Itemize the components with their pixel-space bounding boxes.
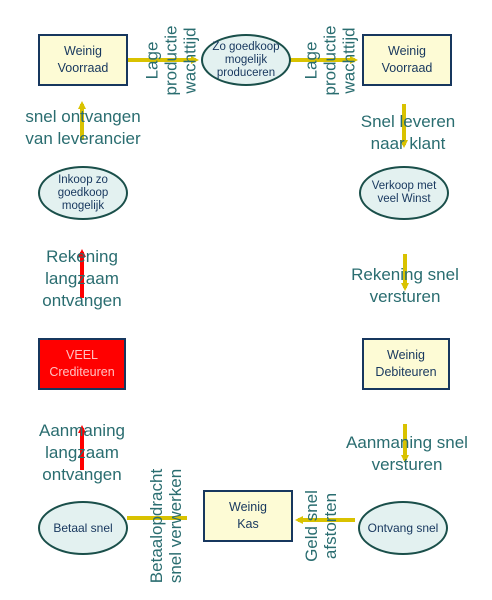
label-line: ontvangen <box>42 465 122 484</box>
label-line: afstorten <box>321 492 340 560</box>
node-weinig-voorraad-right: Weinig Voorraad <box>362 34 452 86</box>
label-line: versturen <box>369 287 441 306</box>
label-geld-afstorten: Geld snel afstorten <box>302 481 342 571</box>
label-line: versturen <box>371 455 443 474</box>
node-text: mogelijk <box>224 53 268 66</box>
label-line: ontvangen <box>42 291 122 310</box>
label-aanmaning-snel: Aanmaning snel versturen <box>334 432 480 476</box>
node-text: veel Winst <box>377 193 431 205</box>
label-line: Aanmaning snel <box>346 433 468 452</box>
label-line: Snel leveren <box>360 112 456 131</box>
label-line: Rekening <box>46 247 118 266</box>
node-text: goedkoop <box>57 186 109 199</box>
label-rekening-langzaam: Rekening langzaam ontvangen <box>26 246 138 312</box>
label-line: wachttijd <box>180 27 200 94</box>
node-text: Ontvang snel <box>367 520 439 535</box>
label-line: wachttijd <box>339 27 359 94</box>
node-veel-crediteuren: VEEL Crediteuren <box>38 338 126 390</box>
label-line: naar klant <box>370 134 446 153</box>
label-line: Aanmaning <box>38 421 125 440</box>
node-text: Weinig <box>388 44 426 58</box>
node-ontvang-snel: Ontvang snel <box>358 501 448 555</box>
label-rekening-snel: Rekening snel versturen <box>334 264 476 308</box>
label-lage-wachttijd-1: Lage productie wachttijd <box>143 16 200 106</box>
label-line: Geld snel <box>302 490 321 562</box>
node-text: Betaal snel <box>53 520 113 535</box>
label-line: Rekening snel <box>351 265 459 284</box>
label-line: snel verwerken <box>166 468 185 584</box>
node-text: Debiteuren <box>375 365 437 379</box>
node-inkoop: Inkoop zo goedkoop mogelijk <box>38 166 128 220</box>
label-lage-wachttijd-2: Lage productie wachttijd <box>302 16 359 106</box>
node-produceren: Zo goedkoop mogelijk produceren <box>201 34 291 86</box>
node-text: Voorraad <box>57 61 109 75</box>
node-text: Weinig <box>229 500 267 514</box>
label-line: Lage <box>301 41 321 80</box>
label-line: van leverancier <box>25 129 141 148</box>
label-line: langzaam <box>45 443 119 462</box>
node-text: VEEL <box>66 348 98 362</box>
node-text: Inkoop zo <box>58 173 108 186</box>
label-line: productie <box>161 25 181 96</box>
label-snel-leveren: Snel leveren naar klant <box>345 111 471 155</box>
node-weinig-debiteuren: Weinig Debiteuren <box>362 338 450 390</box>
node-text: Crediteuren <box>49 365 115 379</box>
label-aanmaning-langzaam: Aanmaning langzaam ontvangen <box>26 420 138 486</box>
node-weinig-voorraad-left: Weinig Voorraad <box>38 34 128 86</box>
node-text: Zo goedkoop <box>212 40 280 53</box>
node-text: Verkoop met <box>371 180 437 192</box>
label-line: productie <box>320 25 340 96</box>
node-text: Weinig <box>387 348 425 362</box>
label-line: Betaalopdracht <box>147 468 166 584</box>
label-line: langzaam <box>45 269 119 288</box>
node-text: Voorraad <box>381 61 433 75</box>
label-snel-ontvangen: snel ontvangen van leverancier <box>6 106 160 150</box>
node-text: Kas <box>237 517 259 531</box>
node-betaal-snel: Betaal snel <box>38 501 128 555</box>
node-text: mogelijk <box>61 199 105 212</box>
node-text: produceren <box>216 66 276 79</box>
node-text: Weinig <box>64 44 102 58</box>
label-line: snel ontvangen <box>25 107 141 126</box>
label-line: Lage <box>142 41 162 80</box>
node-weinig-kas: Weinig Kas <box>203 490 293 542</box>
label-betaalopdracht: Betaalopdracht snel verwerken <box>147 461 187 591</box>
node-verkoop: Verkoop met veel Winst <box>359 166 449 220</box>
